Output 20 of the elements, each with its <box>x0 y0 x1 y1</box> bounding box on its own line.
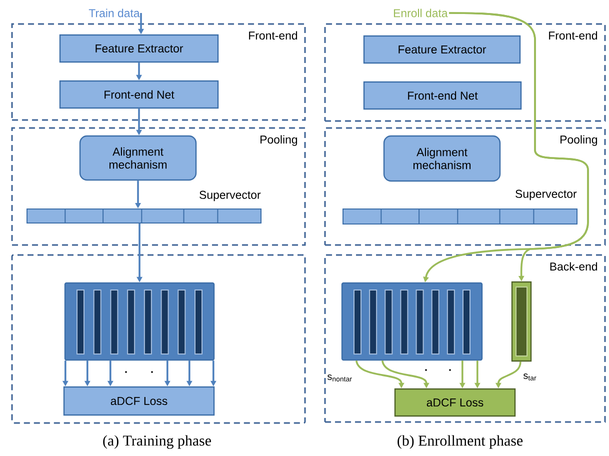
process-box: Alignment mechanism <box>383 135 501 182</box>
section-frame <box>11 254 306 424</box>
process-box: Feature Extractor <box>59 34 219 63</box>
target-vector-bar <box>511 281 532 362</box>
score-label: s$_{nontar}$ <box>327 374 352 382</box>
input-label: Train data <box>88 8 140 18</box>
classifier-block <box>64 282 215 361</box>
subfigure-caption: (a) Training phase <box>103 435 211 449</box>
process-box: aDCF Loss <box>394 388 516 417</box>
bar-label: Supervector <box>516 190 577 200</box>
process-box: aDCF Loss <box>63 386 215 416</box>
process-box: Alignment mechanism <box>79 135 197 181</box>
bar-label: Supervector <box>200 190 261 202</box>
process-box: Feature Extractor <box>363 35 521 64</box>
process-box: Front-end Net <box>363 81 522 110</box>
subfigure-caption: (b) Enrollment phase <box>398 435 523 449</box>
score-label: s$_{tar}$ <box>523 374 536 380</box>
classifier-block <box>341 282 483 361</box>
input-label: Enroll data <box>394 8 448 18</box>
process-box: Front-end Net <box>59 80 219 109</box>
